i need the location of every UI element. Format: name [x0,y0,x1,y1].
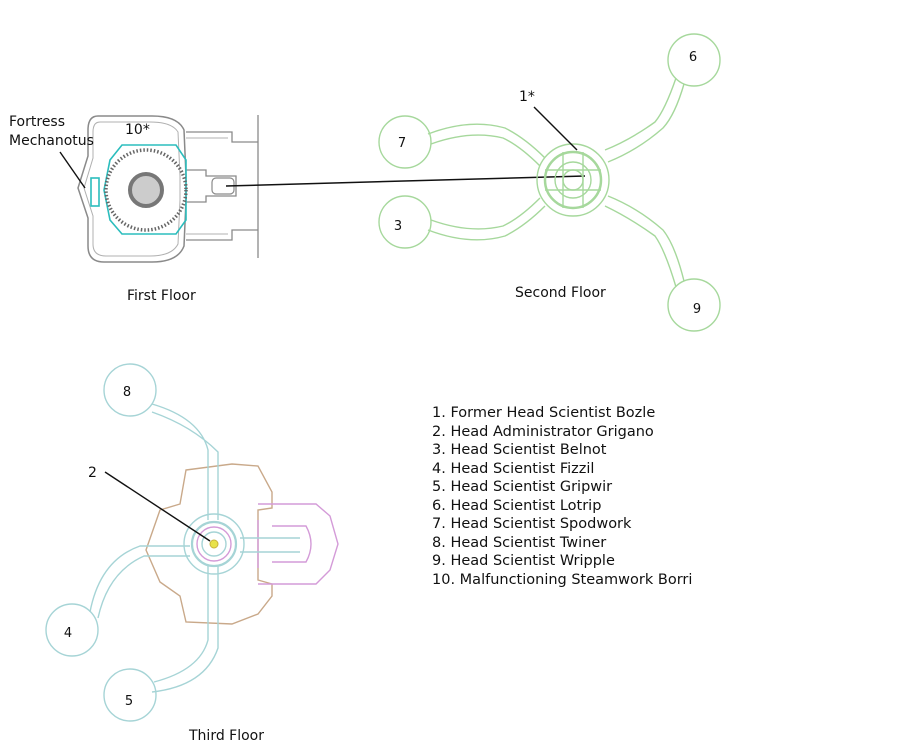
first-floor-east-wing [186,115,259,258]
legend-item-8: 8. Head Scientist Twiner [432,534,607,551]
marker-10-label: 10* [125,122,150,138]
third-floor-pink-ring [196,526,232,562]
entrance-label-line1: Fortress [9,114,65,130]
third-floor-hub-outer [183,513,245,575]
first-floor-gear-hub [128,172,164,208]
entrance-door [90,177,100,207]
second-floor-hub-ribs [545,152,601,208]
marker-1-callout-line [533,106,578,151]
room-7-label: 7 [398,136,406,151]
marker-1-label: 1* [519,89,535,105]
third-floor-hub-inner [201,531,227,557]
first-floor-gear-ring [104,148,188,232]
legend-item-6: 6. Head Scientist Lotrip [432,497,602,514]
room-3-circle [378,195,432,249]
corridor-to-8 [151,403,219,520]
second-floor-hub-outer [536,143,610,217]
corridor-to-6 [604,77,685,163]
third-floor-map [45,363,339,722]
legend-item-9: 9. Head Scientist Wripple [432,553,615,569]
map-legend: 1. Former Head Scientist Bozle 2. Head A… [432,404,692,589]
first-floor-inner-hull [83,121,181,257]
first-floor-map: Fortress Mechanotus 10* First Floor [9,114,259,304]
room-5-label: 5 [125,694,133,709]
third-floor-east-corridor [240,537,300,553]
room-8-label: 8 [123,385,131,400]
room-9-label: 9 [693,302,701,317]
third-floor-central-chamber [145,463,273,625]
corridor-to-4 [89,545,190,619]
legend-item-5: 5. Head Scientist Gripwir [432,479,613,495]
room-4-circle [45,603,99,657]
second-floor-label: Second Floor [515,285,606,301]
legend-item-1: 1. Former Head Scientist Bozle [432,405,656,421]
entrance-label-line2: Mechanotus [9,133,94,149]
legend-item-4: 4. Head Scientist Fizzil [432,460,595,477]
room-6-circle [667,33,721,87]
corridor-to-5 [151,566,219,693]
corridor-to-7 [427,123,546,167]
floor-connector-line [225,175,586,187]
marker-2-callout-line [104,471,211,542]
third-floor-labels: 8 4 5 2 Third Floor [64,385,264,744]
second-floor-map [378,33,721,332]
marker-2-highlight [209,539,219,549]
second-floor-labels: 7 3 6 9 1* Second Floor [394,50,701,317]
room-5-circle [103,668,157,722]
room-7-circle [378,115,432,169]
room-8-circle [103,363,157,417]
entrance-callout-line [59,151,86,189]
room-4-label: 4 [64,626,72,641]
second-floor-hub-core [562,169,584,191]
first-floor-label: First Floor [127,288,196,304]
third-floor-label: Third Floor [188,728,264,744]
marker-2-label: 2 [88,465,97,481]
second-floor-hub-mid [543,150,603,210]
legend-item-10: 10. Malfunctioning Steamwork Borri [432,571,693,588]
third-floor-hub-mid [190,520,238,568]
legend-item-2: 2. Head Administrator Grigano [432,423,654,440]
legend-item-7: 7. Head Scientist Spodwork [432,516,632,532]
room-9-circle [667,278,721,332]
first-floor-hull [77,115,187,263]
corridor-to-9 [604,195,685,288]
second-floor-hub-inner [554,161,592,199]
corridor-to-3 [427,197,546,241]
room-3-label: 3 [394,219,402,234]
third-floor-corridors [45,363,300,722]
first-floor-east-rail [186,137,228,235]
third-floor-east-wing [257,503,339,585]
legend-item-3: 3. Head Scientist Belnot [432,442,607,458]
first-floor-chamber [103,144,187,235]
room-6-label: 6 [689,50,697,65]
